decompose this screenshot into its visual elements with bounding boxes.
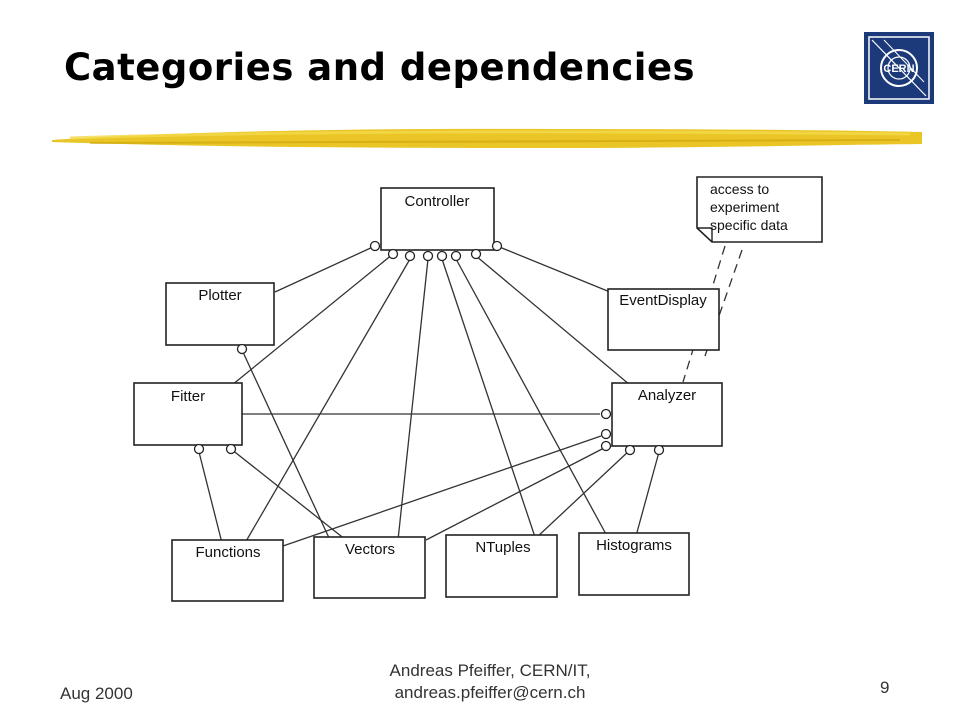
note-line-1: access to — [710, 181, 769, 197]
footer-author: Andreas Pfeiffer, CERN/IT, andreas.pfeif… — [300, 660, 680, 704]
box-histograms — [578, 532, 690, 596]
note-line-3: specific data — [710, 217, 788, 233]
title-underline-swoosh — [52, 128, 922, 148]
box-eventdisplay — [607, 288, 720, 351]
footer-author-email: andreas.pfeiffer@cern.ch — [394, 683, 586, 702]
label-functions: Functions — [195, 544, 260, 561]
label-analyzer: Analyzer — [638, 387, 696, 404]
footer-date: Aug 2000 — [60, 684, 133, 703]
footer-author-name: Andreas Pfeiffer, CERN/IT, — [389, 661, 591, 680]
label-vectors: Vectors — [345, 541, 395, 558]
label-eventdisplay: EventDisplay — [619, 292, 707, 309]
logo-text: CERN — [883, 63, 914, 75]
box-vectors — [313, 536, 426, 599]
page-number: 9 — [880, 678, 890, 697]
label-plotter: Plotter — [198, 287, 241, 304]
box-analyzer — [611, 382, 723, 447]
label-ntuples: NTuples — [475, 539, 530, 556]
box-controller — [380, 187, 495, 251]
box-ntuples — [445, 534, 558, 598]
cern-logo-icon: CERN — [864, 32, 934, 104]
slide-title: Categories and dependencies — [64, 46, 696, 89]
label-histograms: Histograms — [596, 537, 672, 554]
box-plotter — [165, 282, 275, 346]
connector-circles — [193, 240, 665, 456]
dependency-lines — [198, 245, 660, 547]
box-functions — [171, 539, 284, 602]
box-fitter — [133, 382, 243, 446]
note-line-2: experiment — [710, 199, 779, 215]
label-controller: Controller — [404, 193, 469, 210]
label-fitter: Fitter — [171, 388, 205, 405]
note-access-data: access to experiment specific data — [696, 176, 823, 243]
